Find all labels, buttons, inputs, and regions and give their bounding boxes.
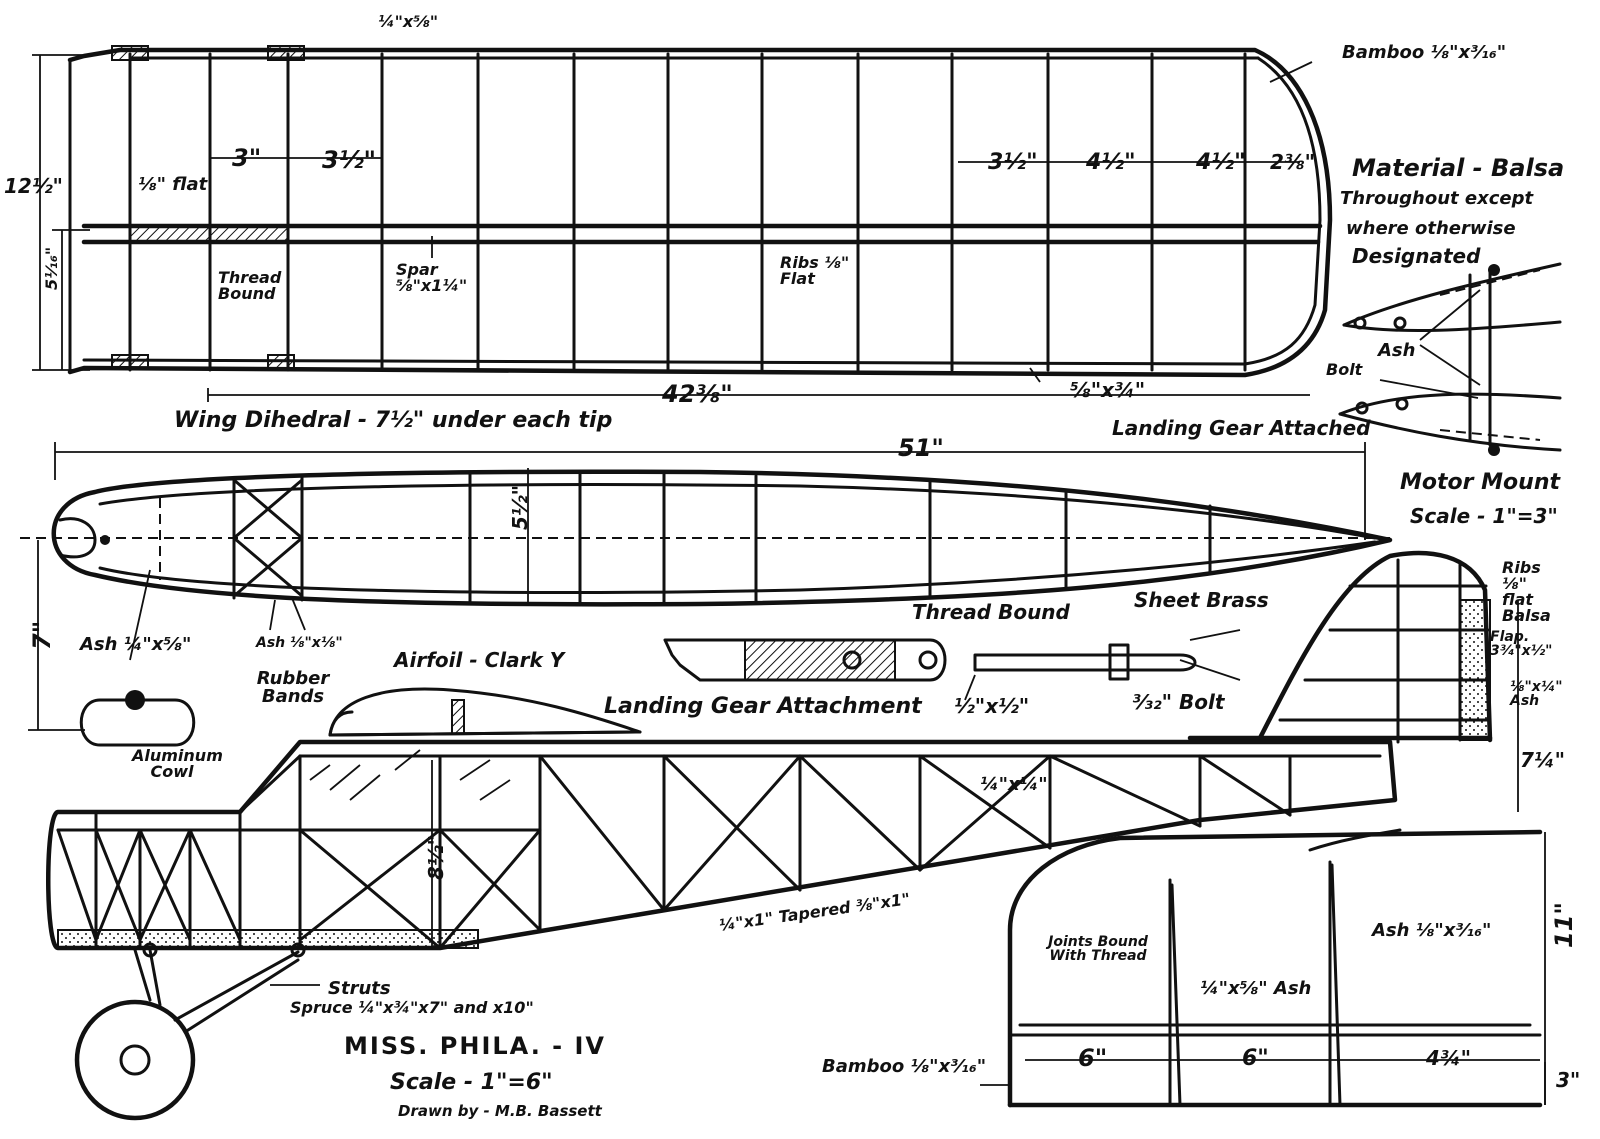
struts-label: Struts: [328, 978, 391, 999]
landing-gear-attachment-detail: [663, 629, 1241, 701]
tail-ribs-label: Ribs ⅛" flat Balsa: [1502, 558, 1551, 625]
airfoil-section: [328, 687, 642, 737]
material-note-line4: Designated: [1352, 244, 1481, 268]
landing-gear-attachment-label: Landing Gear Attachment: [604, 694, 922, 719]
stab-ash-spar-label: ¼"x⅝" Ash: [1200, 978, 1312, 999]
mm-title: Motor Mount: [1400, 470, 1560, 495]
tail-fin-view: [1187, 550, 1519, 812]
thread-bound-detail-label: Thread Bound: [912, 600, 1070, 624]
fuselage-top-view: [20, 442, 1395, 731]
plan-title: MISS. PHILA. - IV: [344, 1032, 606, 1060]
mm-ash-label: Ash: [1378, 340, 1416, 361]
stab-tip-depth-label: 3": [1556, 1068, 1581, 1092]
bamboo-tip-label: Bamboo ⅛"x³⁄₁₆": [1342, 42, 1507, 63]
mm-scale: Scale - 1"=3": [1410, 504, 1558, 528]
rib-space-3-label: 3½": [988, 150, 1038, 175]
wing-plan-view: [32, 45, 1333, 402]
strip-size-label: ½"x½": [954, 694, 1030, 718]
stab-span-2-label: 6": [1242, 1046, 1269, 1071]
airfoil-label: Airfoil - Clark Y: [394, 648, 565, 672]
rib-space-1-label: 3": [232, 144, 262, 172]
stab-span-1-label: 6": [1078, 1044, 1108, 1072]
fuselage-depth-label: 8½": [424, 834, 448, 880]
material-note-line3: where otherwise: [1346, 218, 1516, 239]
longeron-label: ¼"x¼": [980, 774, 1048, 795]
stab-span-3-label: 4¾": [1426, 1046, 1472, 1070]
half-span-label: 42⅜": [662, 380, 733, 408]
stab-bamboo-label: Bamboo ⅛"x³⁄₁₆": [822, 1056, 987, 1077]
aluminum-cowl-detail: [79, 690, 196, 747]
bolt-label: ³⁄₃₂" Bolt: [1132, 690, 1225, 714]
tail-flap-label: Flap. 3³⁄₄"x½": [1490, 629, 1553, 659]
wing-ribs: [128, 52, 1247, 372]
cockpit-windows: [309, 749, 511, 801]
mm-bolt-label: Bolt: [1326, 360, 1363, 379]
rib-space-5-label: 4½": [1196, 150, 1246, 175]
fuselage-length-label: 51": [898, 434, 944, 462]
joints-label: Joints Bound With Thread: [1048, 934, 1148, 964]
rib-space-4-label: 4½": [1086, 150, 1136, 175]
ash-small-label: Ash ⅛"x⅛": [256, 635, 343, 651]
plan-scale: Scale - 1"=6": [390, 1070, 553, 1095]
rib-space-6-label: 2⅜": [1270, 150, 1316, 174]
rubber-bands-label: Rubber Bands: [256, 668, 330, 707]
thread-bound-label: Thread Bound: [218, 268, 282, 303]
spar-label: Spar ⅝"x1¼": [396, 260, 468, 295]
rib-space-2-label: 3½": [322, 146, 377, 174]
flat-label: ⅛" flat: [138, 174, 208, 195]
mm-landing-gear-label: Landing Gear Attached: [1112, 416, 1371, 440]
stab-height-label: 11": [1550, 902, 1578, 948]
ash-nose-label: Ash ¼"x⅝": [80, 634, 192, 655]
ribs-label: Ribs ⅛" Flat: [780, 253, 850, 288]
stabilizer-plan: [980, 828, 1546, 1108]
wing-chord-label: 12½": [4, 174, 63, 198]
material-note-line1: Material - Balsa: [1352, 154, 1565, 182]
motor-mount-detail: [1338, 262, 1562, 456]
aluminum-cowl-label: Aluminum Cowl: [132, 746, 223, 781]
spar-strip-label: ¼"x⅝": [378, 12, 439, 31]
spruce-label: Spruce ¼"x¾"x7" and x10": [290, 998, 534, 1017]
tail-ash-label: ⅛"x¼" Ash: [1510, 679, 1563, 709]
stab-ash-label: Ash ⅛"x³⁄₁₆": [1372, 920, 1492, 941]
fuselage-top-bulkheads: [232, 472, 1212, 606]
material-note-line2: Throughout except: [1340, 188, 1534, 209]
dihedral-label: Wing Dihedral - 7½" under each tip: [174, 408, 613, 433]
fuselage-width-label: 5½": [508, 484, 532, 530]
tail-height-label: 7¼": [1520, 748, 1566, 772]
landing-gear: [74, 948, 320, 1121]
sheet-brass-label: Sheet Brass: [1134, 588, 1269, 612]
le-depth-label: 5¹⁄₁₆": [42, 246, 61, 290]
fuselage-side-view: [46, 739, 1398, 958]
drawn-by: Drawn by - M.B. Bassett: [398, 1102, 602, 1120]
trailing-edge-label: ⅝"x¾": [1070, 378, 1146, 402]
nose-depth-label: 7": [28, 620, 56, 650]
